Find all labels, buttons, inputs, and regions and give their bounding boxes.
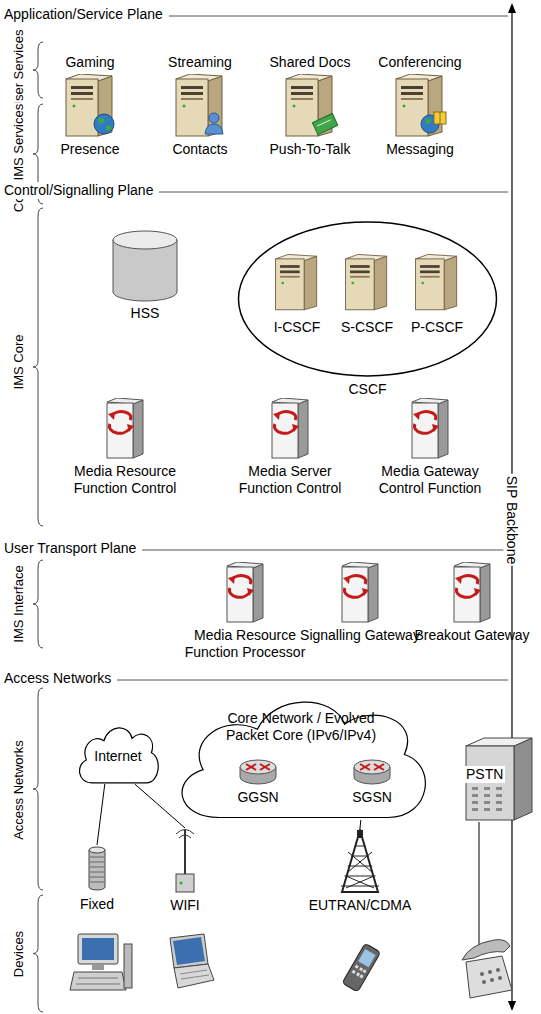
node-label: Media Resource Function Control: [60, 463, 190, 497]
node-label: GGSN: [237, 789, 278, 806]
network-cloud: Core Network / Evolved Packet Core (IPv6…: [165, 694, 437, 820]
node-label: PSTN: [464, 766, 505, 783]
gw-node: Breakout Gateway: [410, 562, 534, 644]
gw-node: Signalling Gateway: [300, 562, 420, 644]
wifi-node: WIFI: [155, 828, 215, 914]
gw-icon: [410, 398, 450, 460]
node-label: I-CSCF: [274, 319, 321, 336]
node-label: P-CSCF: [411, 319, 463, 336]
gw-node: Media Gateway Control Function: [365, 398, 495, 497]
pstn-node: PSTN: [462, 736, 534, 822]
wifi-icon: [172, 828, 198, 894]
router-icon: [238, 758, 278, 786]
srv-node: StreamingContacts: [150, 54, 250, 158]
desk-telephone: [462, 940, 512, 998]
desktop-computer: [70, 934, 132, 990]
srv-icon: [62, 74, 118, 138]
mobile-phone: [342, 943, 381, 992]
plane-heading: Application/Service Plane: [4, 6, 169, 23]
fixed-icon: [86, 845, 108, 893]
gw-icon: [105, 398, 145, 460]
node-label: Streaming: [168, 54, 232, 71]
node-label: HSS: [131, 305, 160, 322]
cloud-text-wrap: Core Network / Evolved Packet Core (IPv6…: [186, 710, 416, 744]
srv-icon: [172, 74, 228, 138]
node-label: CSCF: [237, 381, 498, 398]
group-brace: [33, 560, 43, 648]
group-label: IMS Core: [11, 333, 27, 392]
srv-node: ConferencingMessaging: [370, 54, 470, 158]
node-label: Media Gateway Control Function: [365, 463, 495, 497]
gw-node: Media Resource Function Control: [60, 398, 190, 497]
node-label: Fixed: [80, 896, 114, 913]
node-label: S-CSCF: [341, 319, 393, 336]
srv-icon: [282, 74, 338, 138]
node-label: Presence: [60, 141, 119, 158]
node-label: Contacts: [172, 141, 227, 158]
network-link: [135, 784, 185, 828]
node-label: Gaming: [65, 54, 114, 71]
srv-icon: [272, 250, 322, 316]
node-label: Media Resource Function Processor: [180, 627, 310, 661]
srv-node: I-CSCF: [260, 250, 334, 336]
network-link: [360, 820, 362, 828]
srv-icon: [342, 250, 392, 316]
hss-icon: [112, 230, 178, 302]
node-label: Signalling Gateway: [300, 627, 420, 644]
router-node: GGSN: [223, 758, 293, 806]
network-cloud: Internet: [74, 724, 162, 784]
fixed-node: Fixed: [67, 845, 127, 913]
tower-icon: [338, 828, 382, 894]
gw-icon: [340, 562, 380, 624]
node-label: Shared Docs: [270, 54, 351, 71]
cscf-group: CSCFI-CSCFS-CSCFP-CSCF: [237, 220, 498, 378]
backbone-label: SIP Backbone: [504, 474, 521, 566]
network-link: [97, 784, 105, 845]
group-brace: [33, 688, 43, 890]
gw-icon: [225, 562, 265, 624]
pstn-wire: [479, 822, 480, 946]
gw-node: Media Resource Function Processor: [180, 562, 310, 661]
gw-node: Media Server Function Control: [225, 398, 355, 497]
group-label: IMS Interface: [11, 563, 27, 644]
node-label: Internet: [74, 748, 162, 765]
srv-icon: [412, 250, 462, 316]
group-label: Devices: [11, 929, 27, 979]
srv-node: S-CSCF: [330, 250, 404, 336]
node-label: Messaging: [386, 141, 454, 158]
node-label: Core Network / Evolved Packet Core (IPv6…: [165, 710, 437, 744]
node-label: Breakout Gateway: [414, 627, 529, 644]
srv-node: Shared DocsPush-To-Talk: [260, 54, 360, 158]
group-label: Access Networks: [11, 738, 27, 842]
group-brace: [33, 895, 43, 1012]
router-icon: [352, 758, 392, 786]
plane-heading: User Transport Plane: [4, 540, 142, 557]
router-node: SGSN: [337, 758, 407, 806]
node-label: Media Server Function Control: [225, 463, 355, 497]
gw-icon: [270, 398, 310, 460]
node-label: Conferencing: [378, 54, 461, 71]
hss-node: HSS: [95, 230, 195, 322]
srv-node: P-CSCF: [400, 250, 474, 336]
node-label: SGSN: [352, 789, 392, 806]
laptop-computer: [170, 934, 214, 988]
srv-node: GamingPresence: [40, 54, 140, 158]
tower-node: EUTRAN/CDMA: [300, 828, 420, 914]
group-brace: [33, 42, 43, 98]
node-label: Push-To-Talk: [270, 141, 351, 158]
node-label: WIFI: [170, 897, 200, 914]
srv-icon: [392, 74, 448, 138]
gw-icon: [452, 562, 492, 624]
plane-heading: Access Networks: [4, 670, 117, 687]
group-brace: [33, 208, 43, 526]
plane-heading: Control/Signalling Plane: [4, 182, 159, 199]
group-label: User Services: [11, 28, 27, 113]
plane-lines: [4, 16, 508, 680]
node-label: EUTRAN/CDMA: [309, 897, 412, 914]
